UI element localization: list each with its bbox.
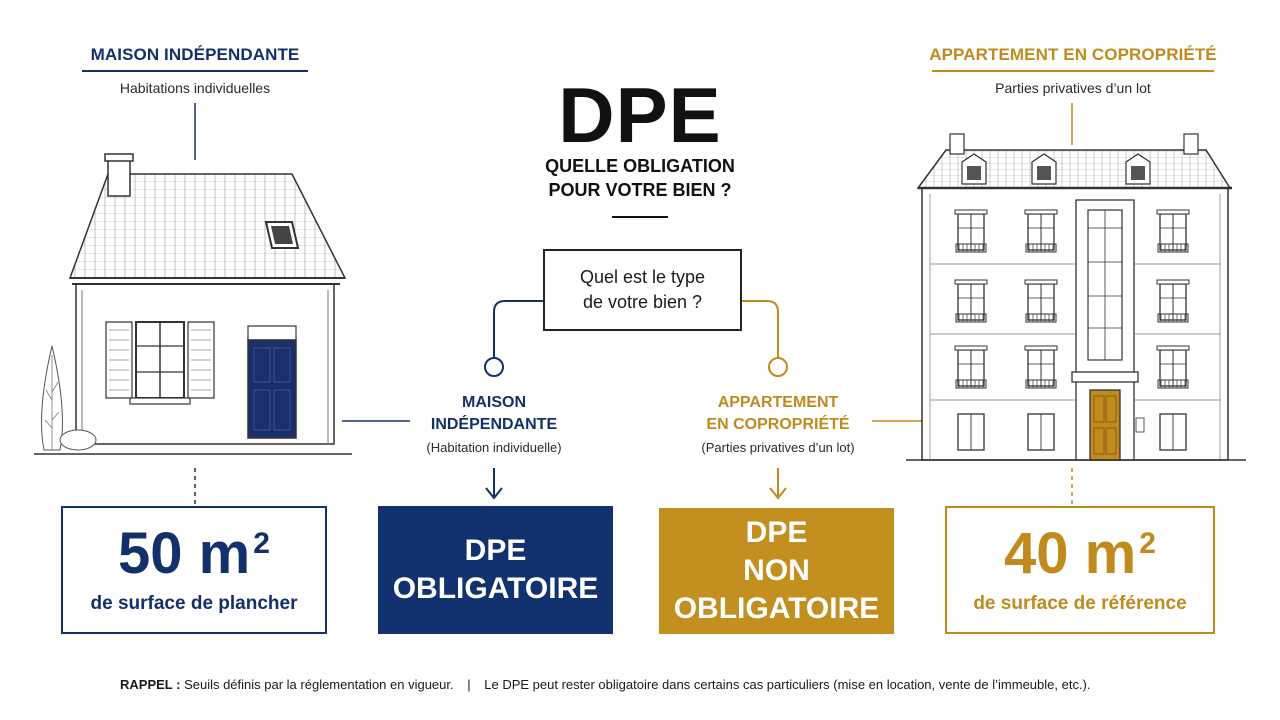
left-panel-title: MAISON INDÉPENDANTE [90,45,300,64]
dpe-mandatory-line1: DPE [464,534,527,567]
footer-separator: | [467,677,471,692]
question-box: Quel est le type de votre bien ? [543,249,742,331]
house-icon [34,153,352,455]
footer-label: RAPPEL : [120,677,181,692]
branch-right-sub: (Parties privatives d’un lot) [701,440,855,455]
question-line1: Quel est le type [579,267,706,287]
page-subtitle-line1: QUELLE OBLIGATION [545,156,735,176]
branch-left-title-line2: INDÉPENDANTE [430,416,558,433]
branch-left-title-line1: MAISON [462,394,526,411]
branch-right-title-line2: EN COPROPRIÉTÉ [706,416,850,433]
footer-text1: Seuils définis par la réglementation en … [184,677,454,692]
left-panel-subtitle: Habitations individuelles [119,80,271,96]
dpe-not-mandatory-box: DPE NON OBLIGATOIRE [659,508,894,634]
dpe-mandatory-line2: OBLIGATOIRE [392,572,599,605]
dpe-not-mandatory-line2: NON OBLIGATOIRE [673,554,880,625]
page-subtitle-line2: POUR VOTRE BIEN ? [548,180,732,200]
apartment-building-icon [906,133,1246,461]
threshold-apartment-label: de surface de référence [973,593,1187,614]
page-title: DPE [558,71,722,159]
right-panel-subtitle: Parties privatives d’un lot [995,80,1151,96]
question-line2: de votre bien ? [582,292,703,312]
footer-note: RAPPEL : Seuils définis par la réglement… [120,677,1091,692]
dpe-mandatory-box: DPE OBLIGATOIRE [378,506,613,634]
branch-right-title-line1: APPARTEMENT [717,394,839,411]
dpe-not-mandatory-line1: DPE [745,516,808,549]
footer-text2: Le DPE peut rester obligatoire dans cert… [484,677,1091,692]
threshold-house-label: de surface de plancher [90,593,298,614]
branch-left-sub: (Habitation individuelle) [426,440,562,455]
right-panel-title: APPARTEMENT EN COPROPRIÉTÉ [929,45,1217,64]
